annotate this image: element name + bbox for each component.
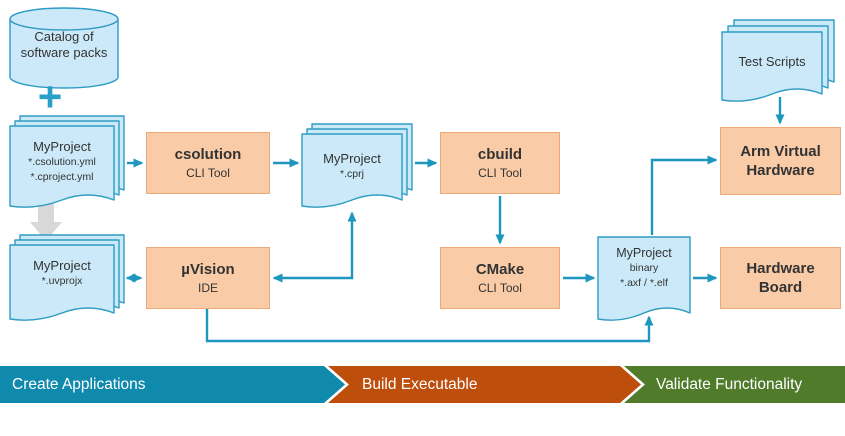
hardware-board-box: Hardware Board [720, 247, 841, 309]
cmake-box: CMake CLI Tool [440, 247, 560, 309]
board-line-2: Board [758, 279, 803, 296]
avh-line-1: Arm Virtual [740, 143, 821, 160]
board-line-1: Hardware [746, 260, 815, 277]
catalog-line-1: Catalog of [34, 29, 94, 44]
plus-icon: + [37, 73, 63, 120]
uvision-box: µVision IDE [146, 247, 270, 309]
banner-label: Create Applications [12, 375, 146, 393]
banner-label: Validate Functionality [656, 375, 803, 393]
doc-label-uvprojx: MyProject *.uvprojx [10, 258, 114, 289]
doc-detail: *.cprj [340, 168, 364, 180]
board-label: Hardware Board [746, 259, 814, 297]
doc-title: MyProject [33, 258, 91, 273]
arm-virtual-hardware-box: Arm Virtual Hardware [720, 127, 841, 195]
doc-title: Test Scripts [738, 54, 806, 69]
doc-label-binary: MyProject binary *.axf / *.elf [598, 245, 690, 291]
uvision-title: µVision [181, 261, 235, 278]
cmake-title: CMake [475, 261, 525, 278]
doc-label-solution-yaml: MyProject *.csolution.yml *.cproject.yml [10, 139, 114, 185]
cbuild-title: cbuild [477, 146, 523, 163]
banner-label: Build Executable [362, 375, 478, 393]
arrow-uvision-cprj-bidirectional [272, 211, 357, 283]
doc-title: MyProject [323, 151, 381, 166]
avh-label: Arm Virtual Hardware [740, 142, 821, 180]
uvision-subtitle: IDE [197, 281, 218, 295]
doc-detail: binary [629, 262, 659, 274]
doc-stack-uvprojx [9, 234, 125, 321]
doc-detail: *.cproject.yml [30, 171, 94, 183]
banner-build-executable: Build Executable [328, 366, 641, 403]
doc-binary [597, 236, 691, 321]
doc-label-cprj: MyProject *.cprj [302, 151, 402, 182]
cbuild-box: cbuild CLI Tool [440, 132, 560, 194]
avh-line-2: Hardware [746, 162, 815, 179]
doc-title: MyProject [33, 139, 91, 154]
csolution-box: csolution CLI Tool [146, 132, 270, 194]
banner-create-applications: Create Applications [0, 366, 345, 403]
doc-title: MyProject [616, 246, 672, 260]
arrow-binary-to-avh [650, 155, 718, 235]
doc-stack-cprj [301, 123, 413, 208]
catalog-line-2: software packs [20, 45, 108, 60]
catalog-cylinder-shape [9, 7, 119, 89]
arrow-uvision-to-binary [205, 309, 654, 343]
banner-validate-functionality: Validate Functionality [624, 366, 845, 403]
gray-flow-arrow-icon [30, 204, 62, 241]
doc-label-test-scripts: Test Scripts [722, 54, 822, 70]
cbuild-subtitle: CLI Tool [478, 166, 522, 180]
csolution-subtitle: CLI Tool [186, 166, 230, 180]
catalog-label: Catalog of software packs [10, 29, 118, 61]
doc-detail: *.csolution.yml [28, 156, 96, 168]
doc-detail: *.axf / *.elf [620, 277, 668, 289]
cmake-subtitle: CLI Tool [478, 281, 522, 295]
doc-detail: *.uvprojx [41, 275, 83, 287]
doc-stack-solution-yaml [9, 115, 125, 208]
csolution-title: csolution [174, 146, 242, 163]
doc-stack-test-scripts [721, 19, 835, 102]
